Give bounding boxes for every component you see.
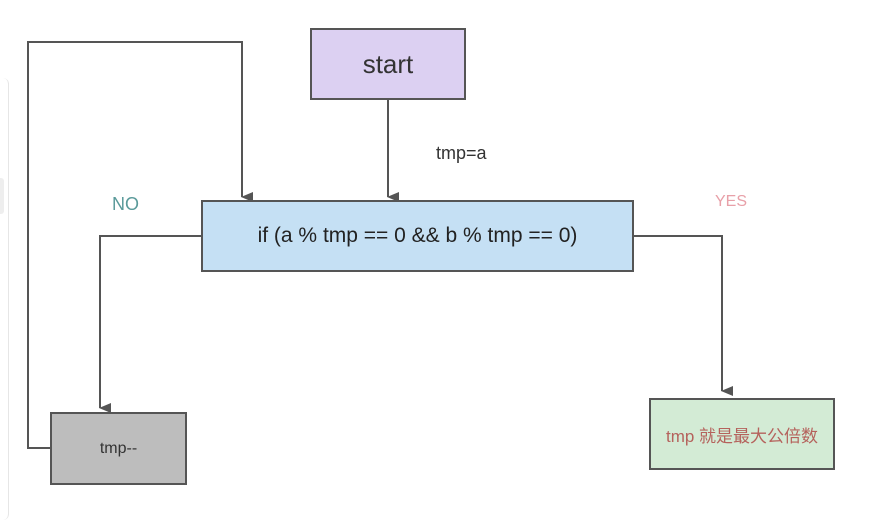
edge-loop-back xyxy=(27,41,253,449)
decrement-node-label: tmp-- xyxy=(99,439,138,457)
decrement-node[interactable]: tmp-- xyxy=(50,412,187,485)
start-node-label: start xyxy=(362,48,414,79)
result-node-label: tmp 就是最大公倍数 xyxy=(665,426,819,446)
edge-condition-yes xyxy=(634,235,733,396)
side-panel-edge xyxy=(0,78,9,520)
yes-edge-label: YES xyxy=(715,193,748,210)
init-edge-label: tmp=a xyxy=(436,143,487,163)
condition-node[interactable]: if (a % tmp == 0 && b % tmp == 0) xyxy=(201,200,634,272)
result-node[interactable]: tmp 就是最大公倍数 xyxy=(649,398,835,470)
condition-node-label: if (a % tmp == 0 && b % tmp == 0) xyxy=(257,224,578,247)
side-panel-tab[interactable] xyxy=(0,178,4,214)
edge-condition-no xyxy=(99,235,201,413)
start-node[interactable]: start xyxy=(310,28,466,100)
no-edge-label: NO xyxy=(112,194,139,214)
